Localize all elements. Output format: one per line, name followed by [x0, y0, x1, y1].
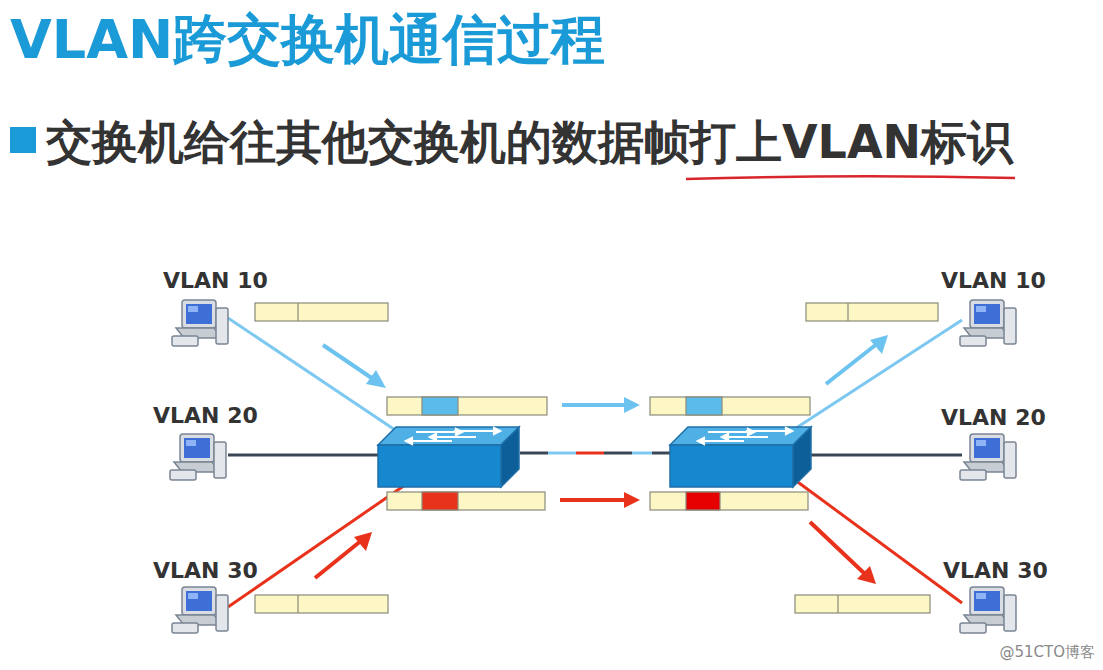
pc-node: VLAN 20: [153, 403, 258, 428]
watermark: @51CTO博客: [999, 643, 1095, 662]
flow-arrows: [315, 343, 878, 578]
title: VLAN跨交换机通信过程: [10, 4, 605, 77]
pc-node: VLAN 20: [941, 405, 1046, 430]
vlan-label: VLAN 20: [153, 403, 258, 428]
pc-node: VLAN 10: [163, 268, 268, 293]
vlan-label: VLAN 30: [153, 558, 258, 583]
links: [228, 318, 962, 607]
switch-icon: [670, 427, 811, 487]
pc-node: VLAN 30: [153, 558, 258, 583]
vlan-label: VLAN 20: [941, 405, 1046, 430]
pc-icons: [170, 300, 1016, 633]
switch-icon: [378, 427, 519, 487]
pc-node: VLAN 10: [941, 268, 1046, 293]
vlan-label: VLAN 10: [163, 268, 268, 293]
arrow-heads: [354, 335, 888, 584]
tagged-frames: [387, 397, 810, 510]
vlan-label: VLAN 10: [941, 268, 1046, 293]
bullet-square: [10, 127, 36, 153]
bullet-text: 交换机给往其他交换机的数据帧打上VLAN标识: [46, 112, 1013, 174]
pc-node: VLAN 30: [943, 558, 1048, 583]
vlan-label: VLAN 30: [943, 558, 1048, 583]
frames: [255, 303, 938, 613]
red-underline: [686, 176, 1015, 179]
